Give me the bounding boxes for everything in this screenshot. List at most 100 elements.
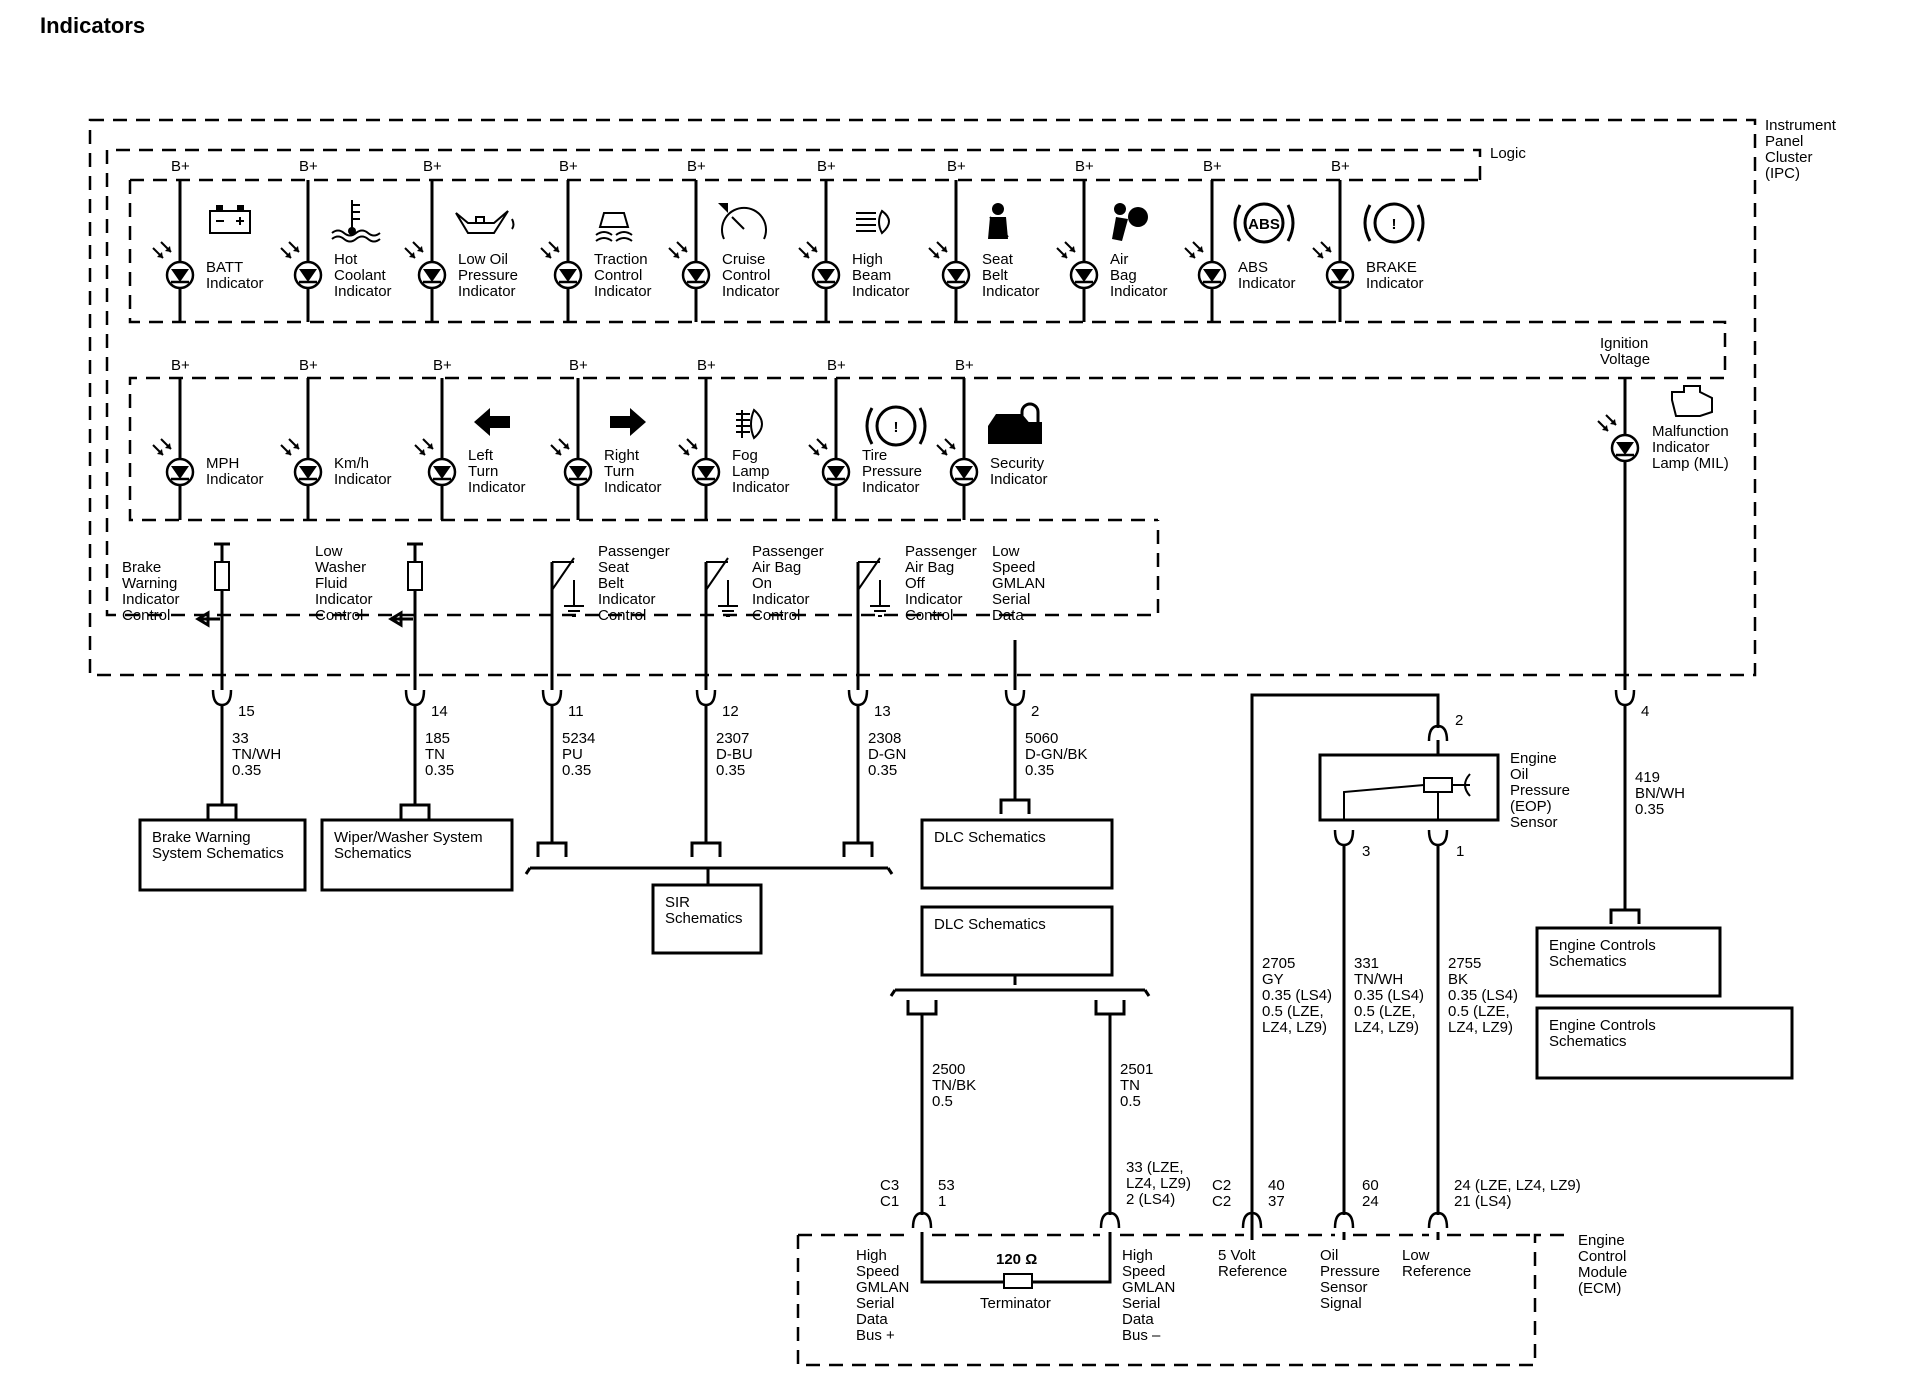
indicator-label: Coolant	[334, 267, 387, 284]
gmlan-wire-label: 0.5	[1120, 1093, 1141, 1110]
brake-warning-ref-text: Brake Warning	[152, 829, 251, 846]
connector-icon	[911, 1211, 933, 1230]
indicator-boxes	[128, 178, 1727, 522]
bplus-label: B+	[1075, 158, 1094, 175]
fog-lamp-icon	[736, 408, 763, 440]
bplus-label: B+	[687, 158, 706, 175]
traction-icon	[595, 212, 633, 242]
sensor-inner	[1343, 784, 1470, 820]
connector-icon	[847, 688, 869, 707]
wire-label: D-GN/BK	[1025, 746, 1088, 763]
arrow-icon	[388, 610, 413, 628]
bplus-label: B+	[1331, 158, 1350, 175]
control-label: Off	[905, 575, 926, 592]
pin-number: 12	[722, 703, 739, 720]
eop-wire-label: LZ4, LZ9)	[1448, 1019, 1513, 1036]
eop-wire-label: 331	[1354, 955, 1379, 972]
connector-foot	[690, 841, 722, 859]
bracket-end	[889, 989, 1151, 997]
wire-label: 2308	[868, 730, 901, 747]
connector-icon	[1427, 724, 1449, 743]
ecm-signal-label: Pressure	[1320, 1263, 1380, 1280]
bracket-end	[524, 867, 894, 875]
dlc-ref-2-text: DLC Schematics	[934, 916, 1046, 933]
ecm-signal-label: 5 Volt	[1218, 1247, 1256, 1264]
wire-label: TN	[425, 746, 445, 763]
led-icon	[1055, 240, 1099, 290]
eop-wire-label: 0.35 (LS4)	[1448, 987, 1518, 1004]
brake-icon-text: !	[1392, 216, 1397, 233]
dlc-ref-2: DLC Schematics	[920, 905, 1114, 977]
ecm-signal-label: GMLAN	[1122, 1279, 1175, 1296]
ecm-signal-label: Signal	[1320, 1295, 1362, 1312]
bplus-label: B+	[827, 357, 846, 374]
control-label: Passenger	[905, 543, 977, 560]
led-icon	[151, 240, 195, 290]
led-icon	[413, 437, 457, 487]
bplus-label: B+	[947, 158, 966, 175]
wire-label: 5234	[562, 730, 595, 747]
eop-wire-label: 0.5 (LZE,	[1448, 1003, 1510, 1020]
indicator-label: Indicator	[468, 479, 526, 496]
seat-belt-icon	[988, 203, 1009, 239]
indicator-label: Indicator	[982, 283, 1040, 300]
indicator-label: Indicator	[458, 283, 516, 300]
bplus-label: B+	[559, 158, 578, 175]
needle	[731, 216, 745, 230]
eop-wire-label: 0.35 (LS4)	[1262, 987, 1332, 1004]
control-label: Low	[992, 543, 1020, 560]
mil-label: Malfunction	[1652, 423, 1729, 440]
control-label: Control	[598, 607, 646, 624]
ecm-connector: C2	[1212, 1193, 1231, 1210]
ignition-label-text: Ignition	[1600, 335, 1648, 352]
ecm-boundary	[796, 1233, 1567, 1367]
high-beam-icon	[856, 209, 890, 235]
terminator-label: Terminator	[980, 1295, 1051, 1312]
connector-icon	[1004, 688, 1026, 707]
led-icon	[677, 437, 721, 487]
resistor-icon	[214, 561, 230, 591]
connector-icon	[1427, 1211, 1449, 1230]
connector-icon	[1333, 1211, 1355, 1230]
harness-wires: 1533TN/WH0.3514185TN0.35115234PU0.351223…	[206, 688, 1685, 926]
bplus-label: B+	[697, 357, 716, 374]
led-icon	[807, 437, 851, 487]
control-label: Indicator	[122, 591, 180, 608]
connector-foot	[1094, 998, 1126, 1016]
gmlan-wire-label: TN	[1120, 1077, 1140, 1094]
eop-label: Oil	[1510, 766, 1528, 783]
resistor-icon	[407, 561, 423, 591]
ecm-signal-label: Bus –	[1122, 1327, 1161, 1344]
led-icon	[927, 240, 971, 290]
ecm-signal-label: Sensor	[1320, 1279, 1368, 1296]
connector-foot	[1609, 908, 1641, 926]
indicator-label: Beam	[852, 267, 891, 284]
eop-label: Engine	[1510, 750, 1557, 767]
control-label: Washer	[315, 559, 366, 576]
ignition-label-text: Voltage	[1600, 351, 1650, 368]
indicator-label: Indicator	[334, 471, 392, 488]
indicator-label: Bag	[1110, 267, 1137, 284]
eop-pin: 3	[1362, 843, 1370, 860]
indicator-label: Indicator	[206, 275, 264, 292]
eop-label: Sensor	[1510, 814, 1558, 831]
ecm-label: Engine	[1578, 1232, 1625, 1249]
control-label: Speed	[992, 559, 1035, 576]
engine-controls-ref-1-text: Schematics	[1549, 953, 1627, 970]
ipc-label-text: Instrument	[1765, 117, 1837, 134]
left-arrow-icon	[474, 408, 510, 436]
brake-warning-ref-text: System Schematics	[152, 845, 284, 862]
